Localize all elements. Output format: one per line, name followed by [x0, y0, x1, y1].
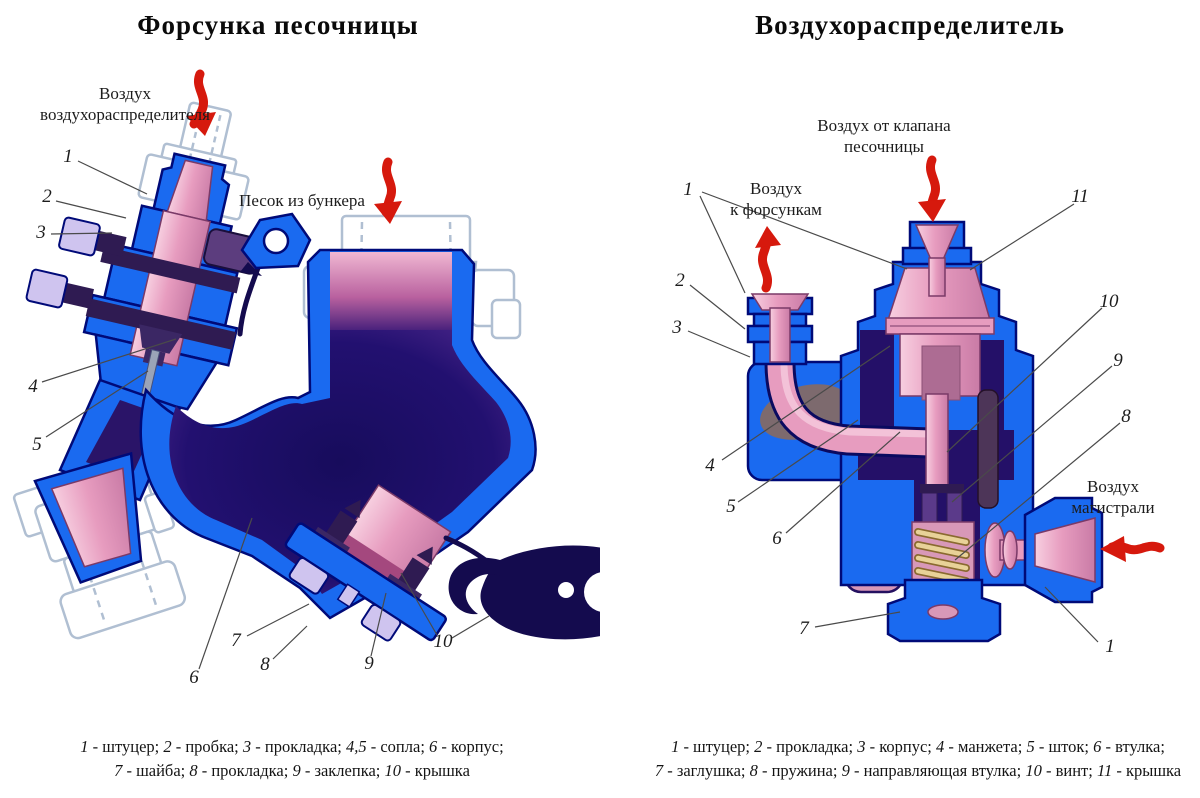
air-arrow-left: [1100, 536, 1165, 562]
figure-left-caption: 1 - штуцер; 2 - пробка; 3 - прокладка; 4…: [0, 735, 600, 783]
figure-right-title: Воздухораспределитель: [755, 10, 1065, 40]
hex-bolt-lower: [25, 268, 94, 309]
left-nozzle-5: [33, 451, 143, 584]
rod-5: [925, 393, 949, 491]
callout-10: 10: [1099, 291, 1119, 312]
callout-11: 11: [1071, 186, 1089, 207]
air-channel: [977, 389, 999, 509]
caption-line-1: 1 - штуцер; 2 - прокладка; 3 - корпус; 4…: [671, 737, 1165, 756]
sand-funnel-fill: [330, 252, 452, 334]
nozzle-4: [139, 324, 183, 354]
caption-line-2: 7 - заглушка; 8 - пружина; 9 - направляю…: [654, 760, 1182, 780]
label-air-main-line: Воздух магистрали: [1071, 477, 1155, 517]
caption-line-1: 1 - штуцер; 2 - пробка; 3 - прокладка; 4…: [80, 737, 504, 756]
hook-cover-10: [480, 545, 600, 640]
label-air-to-nozzles: Воздух к форсункам: [730, 179, 822, 219]
callout-6: 6: [772, 528, 782, 549]
figure-left-panel: Форсунка песочницы: [0, 10, 600, 783]
leader-lines: [41, 160, 490, 670]
label-sand-from-bunker: Песок из бункера: [239, 191, 365, 210]
callout-1b: 1: [1105, 636, 1115, 657]
hex-nut: [288, 557, 330, 595]
callout-6: 6: [189, 667, 199, 688]
callout-5: 5: [726, 496, 736, 517]
callout-3: 3: [672, 317, 682, 338]
callout-4: 4: [28, 376, 38, 397]
caption-line-2: 7 - шайба; 8 - прокладка; 9 - заклепка; …: [114, 760, 470, 780]
injector-assembly: [25, 101, 264, 454]
callout-10: 10: [433, 631, 453, 652]
rivet-9: [336, 583, 361, 609]
leader-lines: [687, 191, 1121, 643]
hex-bolt-upper: [58, 216, 127, 257]
callout-9: 9: [1113, 350, 1123, 371]
callout-8: 8: [260, 654, 270, 675]
right-nozzle-flange: [284, 484, 452, 642]
sand-arrow-down: [374, 157, 402, 224]
air-arrow-up: [755, 226, 781, 293]
hex-nut: [360, 603, 402, 642]
callout-9: 9: [364, 653, 374, 674]
callout-2: 2: [675, 270, 685, 291]
air-arrow-down: [186, 69, 216, 136]
label-air-from-valve: Воздух от клапана песочницы: [817, 116, 951, 156]
callout-7: 7: [231, 630, 241, 651]
callout-4: 4: [705, 455, 715, 476]
callout-7: 7: [799, 618, 809, 639]
clamp-band-upper: [100, 246, 241, 294]
callout-1: 1: [63, 146, 73, 167]
elbow-pipe: [764, 346, 946, 459]
callout-3: 3: [36, 222, 46, 243]
callout-1: 1: [683, 179, 693, 200]
right-fitting-1: [1023, 496, 1104, 604]
figure-right-panel: Воздухораспределитель: [600, 0, 1200, 798]
bottom-plug-7: [886, 578, 1002, 643]
air-arrow-top-down: [918, 155, 946, 222]
left-fitting-1: [746, 293, 814, 366]
figure-left-title: Форсунка песочницы: [137, 10, 419, 40]
cover-cord-assembly: [237, 212, 600, 640]
label-air-from-distributor: Воздух воздухораспределителя: [40, 84, 210, 124]
figure-right-drawing: [687, 155, 1165, 643]
figure-left-drawing: [12, 69, 600, 670]
callout-2: 2: [42, 186, 52, 207]
top-cap-11: [901, 220, 973, 297]
screw-10: [920, 484, 964, 493]
clamp-band-lower: [85, 298, 236, 350]
callout-8: 8: [1121, 406, 1131, 427]
figure-right-caption: 1 - штуцер; 2 - прокладка; 3 - корпус; 4…: [600, 735, 1200, 783]
callout-5: 5: [32, 434, 42, 455]
